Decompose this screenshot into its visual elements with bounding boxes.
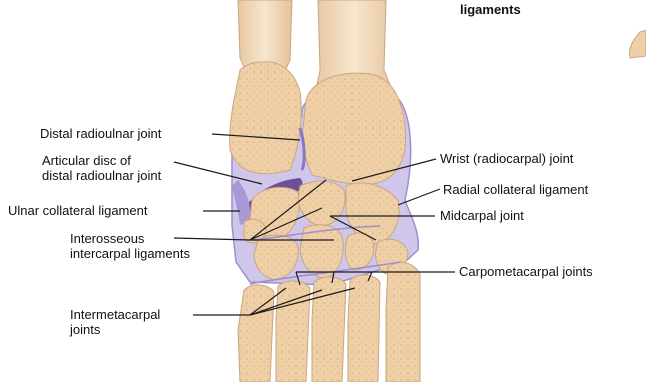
label-articular-disc-line1: Articular disc of (42, 153, 161, 168)
label-midcarpal-joint: Midcarpal joint (440, 208, 524, 223)
label-intermetacarpal-joints: Intermetacarpal joints (70, 307, 160, 337)
metacarpal-3 (312, 277, 346, 382)
label-wrist-radiocarpal-joint: Wrist (radiocarpal) joint (440, 151, 573, 166)
label-articular-disc: Articular disc of distal radioulnar join… (42, 153, 161, 183)
label-ulnar-collateral-ligament: Ulnar collateral ligament (8, 203, 147, 218)
label-interosseous-intercarpal: Interosseous intercarpal ligaments (70, 231, 190, 261)
partial-bone-right (630, 30, 646, 58)
label-intermetacarpal-line1: Intermetacarpal (70, 307, 160, 322)
label-articular-disc-line2: distal radioulnar joint (42, 168, 161, 183)
label-interosseous-line2: intercarpal ligaments (70, 246, 190, 261)
label-interosseous-line1: Interosseous (70, 231, 190, 246)
label-distal-radioulnar-joint: Distal radioulnar joint (40, 126, 161, 141)
label-radial-collateral-ligament: Radial collateral ligament (443, 182, 588, 197)
label-intermetacarpal-line2: joints (70, 322, 160, 337)
label-carpometacarpal-joints: Carpometacarpal joints (459, 264, 593, 279)
ulna-head (230, 62, 302, 174)
label-ligaments-partial: ligaments (460, 2, 521, 17)
metacarpal-5 (238, 285, 274, 382)
metacarpal-2 (348, 275, 380, 382)
radius-distal-end (303, 73, 406, 184)
metacarpal-1 (386, 262, 420, 382)
